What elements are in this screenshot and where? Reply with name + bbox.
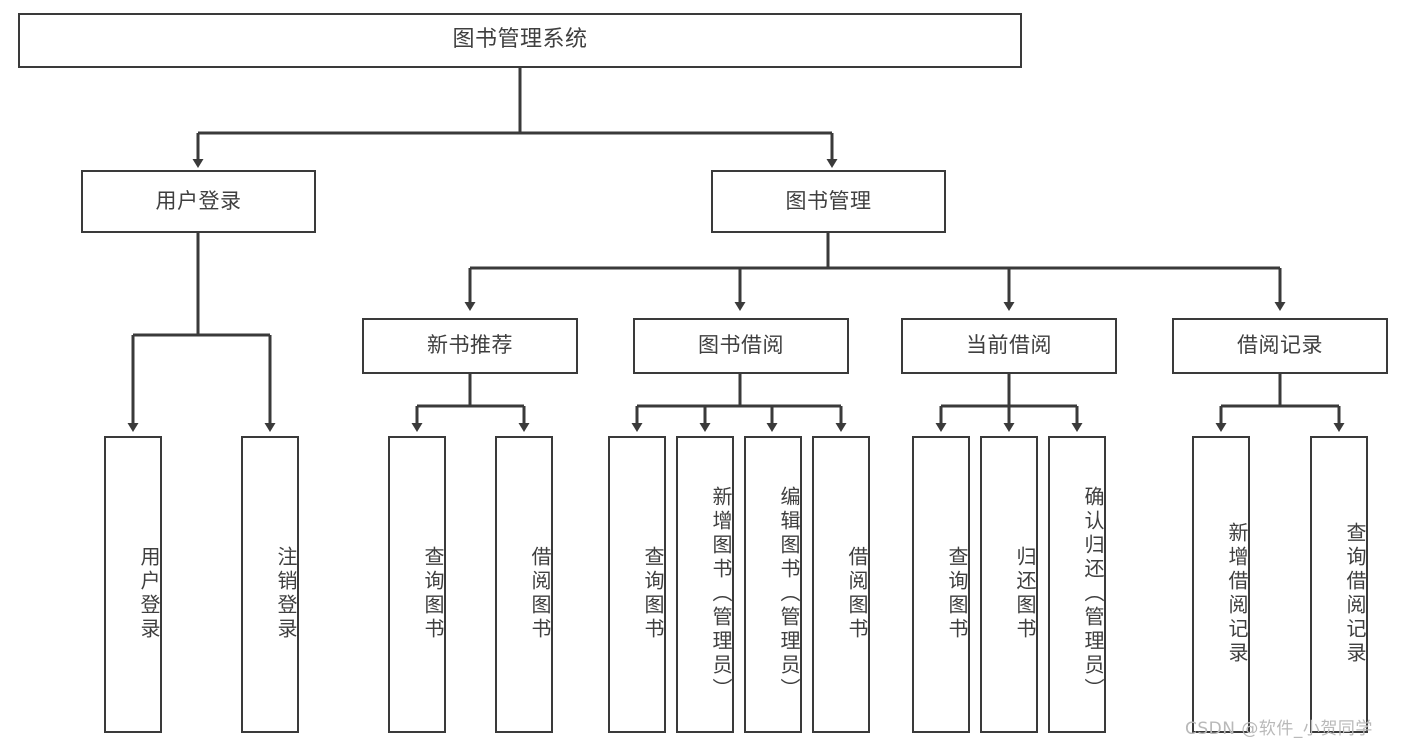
- node-leaf-confirm-return-admin[interactable]: 确认归还（管理员）: [1048, 436, 1106, 733]
- node-leaf-return-book[interactable]: 归还图书: [980, 436, 1038, 733]
- node-leaf-query-book-newbook[interactable]: 查询图书: [388, 436, 446, 733]
- node-label: 确认归还（管理员）: [1081, 485, 1105, 702]
- node-leaf-user-login[interactable]: 用户登录: [104, 436, 162, 733]
- node-label: 图书借阅: [698, 333, 784, 358]
- node-user-login[interactable]: 用户登录: [81, 170, 316, 233]
- node-label: 查询图书: [641, 545, 665, 642]
- node-label: 用户登录: [155, 188, 242, 213]
- node-label: 用户登录: [137, 545, 161, 642]
- node-label: 图书管理: [785, 188, 872, 213]
- node-leaf-borrow-book[interactable]: 借阅图书: [812, 436, 870, 733]
- node-label: 借阅记录: [1237, 333, 1323, 358]
- node-label: 借阅图书: [528, 545, 552, 642]
- watermark: CSDN @软件_小贺同学: [1185, 719, 1373, 739]
- node-label: 查询借阅记录: [1343, 521, 1367, 666]
- node-label: 新增借阅记录: [1225, 521, 1249, 666]
- node-leaf-query-borrow-record[interactable]: 查询借阅记录: [1310, 436, 1368, 733]
- node-label: 图书管理系统: [452, 27, 588, 53]
- node-new-book-recommendation[interactable]: 新书推荐: [362, 318, 578, 374]
- node-label: 查询图书: [421, 545, 445, 642]
- node-label: 注销登录: [274, 545, 298, 642]
- node-label: 当前借阅: [966, 333, 1052, 358]
- node-borrow-record[interactable]: 借阅记录: [1172, 318, 1388, 374]
- node-leaf-query-book-current[interactable]: 查询图书: [912, 436, 970, 733]
- node-label: 编辑图书（管理员）: [777, 485, 801, 702]
- node-label: 查询图书: [945, 545, 969, 642]
- node-root-book-management-system[interactable]: 图书管理系统: [18, 13, 1022, 68]
- node-leaf-add-borrow-record[interactable]: 新增借阅记录: [1192, 436, 1250, 733]
- node-current-borrow[interactable]: 当前借阅: [901, 318, 1117, 374]
- node-leaf-edit-book-admin[interactable]: 编辑图书（管理员）: [744, 436, 802, 733]
- node-leaf-borrow-book-newbook[interactable]: 借阅图书: [495, 436, 553, 733]
- node-book-borrow[interactable]: 图书借阅: [633, 318, 849, 374]
- node-label: 新增图书（管理员）: [709, 485, 733, 702]
- node-leaf-add-book-admin[interactable]: 新增图书（管理员）: [676, 436, 734, 733]
- node-leaf-logout[interactable]: 注销登录: [241, 436, 299, 733]
- node-label: 归还图书: [1013, 545, 1037, 642]
- node-label: 借阅图书: [845, 545, 869, 642]
- node-leaf-query-book-borrow[interactable]: 查询图书: [608, 436, 666, 733]
- node-label: 新书推荐: [427, 333, 513, 358]
- node-book-management[interactable]: 图书管理: [711, 170, 946, 233]
